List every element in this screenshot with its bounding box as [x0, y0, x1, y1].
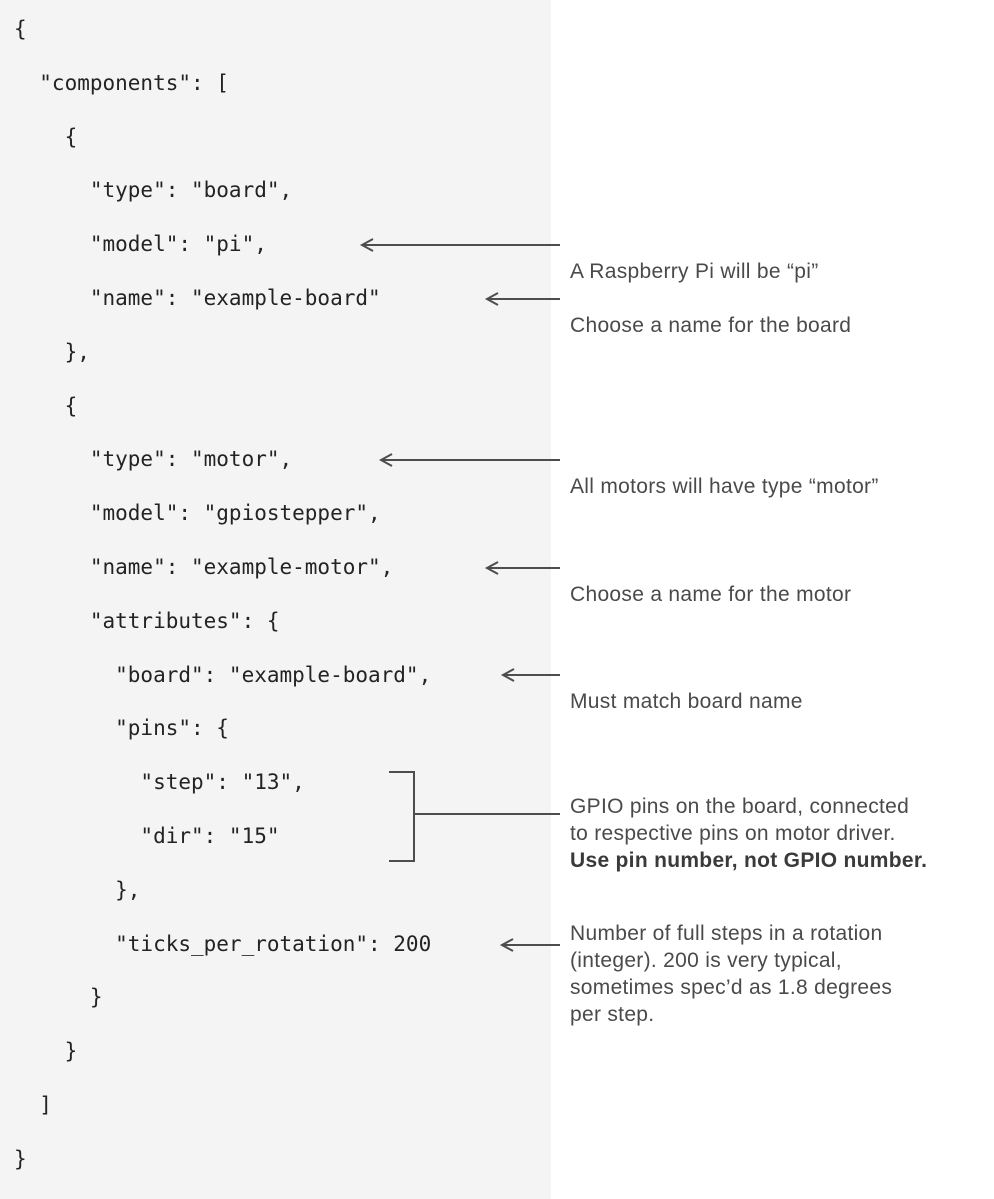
code-line-12: "board": "example-board",: [14, 662, 432, 687]
code-line-1: "components": [: [14, 70, 229, 95]
code-line-7: {: [14, 393, 78, 418]
annotation-text: A Raspberry Pi will be “pi”: [570, 260, 819, 283]
annotation-board-name: Choose a name for the board: [570, 285, 994, 339]
annotation-text: Choose a name for the board: [570, 314, 852, 337]
annotation-motor-name: Choose a name for the motor: [570, 554, 994, 608]
code-panel: { "components": [ { "type": "board", "mo…: [0, 0, 551, 1199]
annotation-model-pi: A Raspberry Pi will be “pi”: [570, 231, 994, 285]
code-line-5: "name": "example-board": [14, 285, 381, 310]
annotation-text: Number of full steps in a rotation (inte…: [570, 922, 893, 1026]
code-line-6: },: [14, 339, 90, 364]
code-line-3: "type": "board",: [14, 178, 293, 203]
json-code: { "components": [ { "type": "board", "mo…: [14, 17, 432, 1171]
code-line-13: "pins": {: [14, 716, 229, 741]
code-line-10: "name": "example-motor",: [14, 554, 394, 579]
annotation-text: GPIO pins on the board, connected to res…: [570, 795, 910, 845]
code-line-15: "dir": "15": [14, 823, 280, 848]
code-line-21: }: [14, 1146, 27, 1171]
code-line-16: },: [14, 877, 141, 902]
annotation-motor-type: All motors will have type “motor”: [570, 446, 994, 500]
code-line-2: {: [14, 124, 78, 149]
code-line-20: ]: [14, 1092, 52, 1117]
annotation-text: All motors will have type “motor”: [570, 475, 879, 498]
code-line-4: "model": "pi",: [14, 232, 267, 257]
code-line-11: "attributes": {: [14, 608, 280, 633]
annotation-bold-text: Use pin number, not GPIO number.: [570, 849, 928, 872]
code-line-19: }: [14, 1039, 78, 1064]
code-line-17: "ticks_per_rotation": 200: [14, 931, 432, 956]
code-line-8: "type": "motor",: [14, 447, 293, 472]
code-line-14: "step": "13",: [14, 770, 305, 795]
annotation-board-match: Must match board name: [570, 661, 994, 715]
annotation-ticks: Number of full steps in a rotation (inte…: [570, 893, 994, 1028]
annotation-text: Must match board name: [570, 690, 803, 713]
code-line-9: "model": "gpiostepper",: [14, 501, 381, 526]
annotation-pins: GPIO pins on the board, connected to res…: [570, 766, 994, 901]
annotation-text: Choose a name for the motor: [570, 583, 852, 606]
code-line-18: }: [14, 985, 103, 1010]
code-line-0: {: [14, 17, 27, 41]
